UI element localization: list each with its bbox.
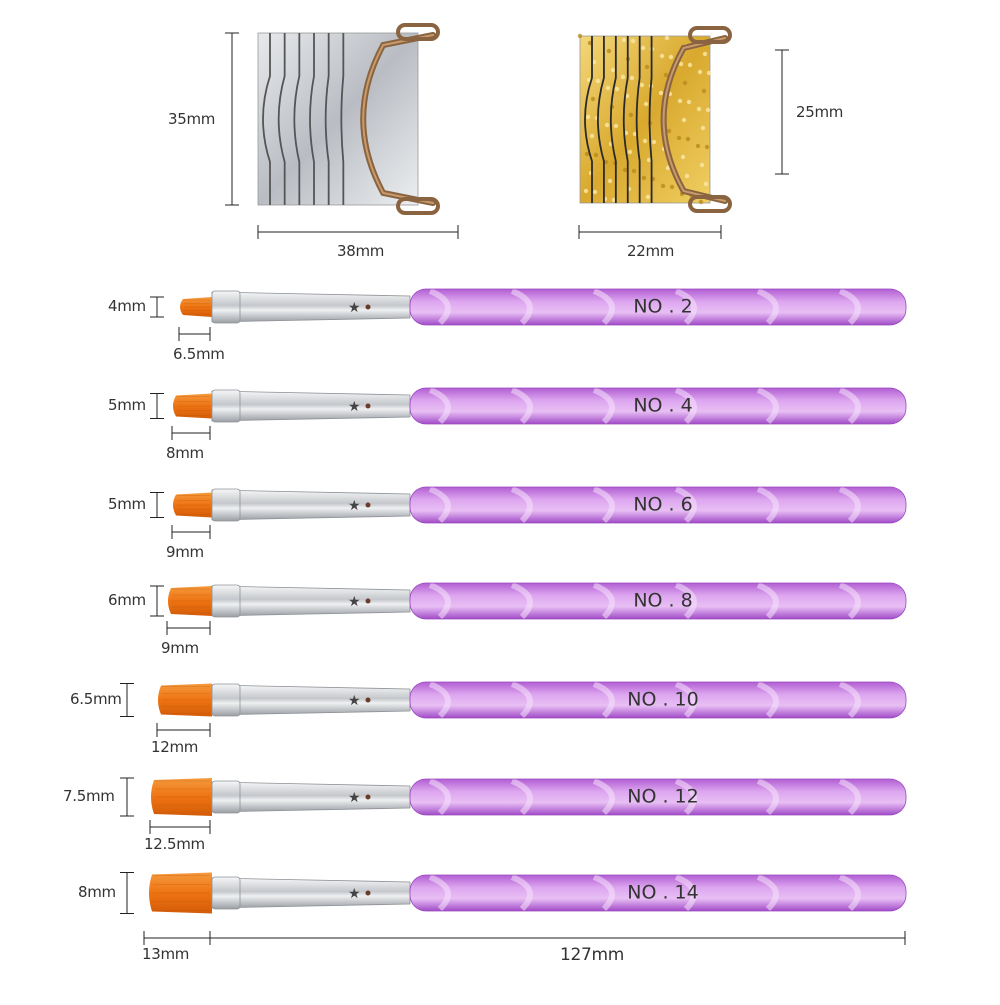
brush-length-dim <box>166 621 211 635</box>
gold-form-height-dim <box>775 49 789 175</box>
gold-form-width-label: 22mm <box>627 242 675 260</box>
brush-4: ★ <box>168 582 907 620</box>
brush-length-label: 13mm <box>142 945 190 963</box>
brush-handle <box>410 388 906 424</box>
brush-handle <box>410 583 906 619</box>
silver-form-width-label: 38mm <box>337 242 385 260</box>
brush-6: ★ <box>151 778 907 816</box>
brush-height-dim <box>120 777 134 817</box>
brush-handle <box>410 779 906 815</box>
brush-length-label: 9mm <box>166 543 204 561</box>
brush-length-label: 6.5mm <box>173 345 225 363</box>
brush-height-label: 5mm <box>108 495 146 513</box>
brush-length-label: 8mm <box>166 444 204 462</box>
gold-nail-form <box>577 26 732 213</box>
brush-height-dim <box>150 296 164 318</box>
brush-number-label: NO . 2 <box>633 295 693 318</box>
ferrule-star-icon: ★ <box>348 790 361 806</box>
ferrule-star-icon: ★ <box>348 693 361 709</box>
brush-length-dim <box>171 525 211 539</box>
brush-5: ★ <box>158 681 907 719</box>
brush-ferrule <box>211 291 411 323</box>
silver-form-width-dim <box>257 225 459 239</box>
brush-2: ★ <box>173 387 907 425</box>
brush-7: ★ <box>149 872 907 914</box>
brush-height-label: 6mm <box>108 591 146 609</box>
total-length-label: 127mm <box>560 945 625 965</box>
brush-number-label: NO . 6 <box>633 493 693 516</box>
brush-handle <box>410 875 906 911</box>
brush-ferrule <box>211 489 411 521</box>
brush-number-label: NO . 12 <box>627 785 699 808</box>
brush-height-dim <box>150 492 164 518</box>
ferrule-star-icon: ★ <box>348 594 361 610</box>
brush-height-dim <box>120 683 134 717</box>
silver-form-height-dim <box>225 32 239 206</box>
brush-ferrule <box>211 390 411 422</box>
brush-ferrule <box>211 781 411 813</box>
brush-handle <box>410 487 906 523</box>
brush-length-label: 12mm <box>151 738 199 756</box>
ferrule-star-icon: ★ <box>348 498 361 514</box>
brush-ferrule <box>211 684 411 716</box>
brush-length-dim <box>149 820 211 834</box>
brush-number-label: NO . 10 <box>627 688 699 711</box>
brush-height-label: 8mm <box>78 883 116 901</box>
brush-ferrule <box>211 585 411 617</box>
ferrule-star-icon: ★ <box>348 399 361 415</box>
brush-height-label: 4mm <box>108 297 146 315</box>
ferrule-star-icon: ★ <box>348 300 361 316</box>
ferrule-star-icon: ★ <box>348 886 361 902</box>
brush-height-dim <box>150 585 164 617</box>
gold-form-width-dim <box>578 225 722 239</box>
silver-nail-form <box>257 23 440 215</box>
brush-number-label: NO . 8 <box>633 589 693 612</box>
brush-length-label: 9mm <box>161 639 199 657</box>
brush-number-label: NO . 14 <box>627 881 699 904</box>
brush-1: ★ <box>180 288 907 326</box>
brush-height-dim <box>120 872 134 914</box>
brush-height-label: 5mm <box>108 396 146 414</box>
brush-number-label: NO . 4 <box>633 394 693 417</box>
brush-height-dim <box>150 393 164 419</box>
brush-height-label: 7.5mm <box>63 787 115 805</box>
silver-form-height-label: 35mm <box>168 110 216 128</box>
brush-length-label: 12.5mm <box>144 835 205 853</box>
brush-length-dim <box>178 327 211 341</box>
bristle-length-dim-last <box>143 931 211 945</box>
brush-height-label: 6.5mm <box>70 690 122 708</box>
brush-length-dim <box>156 723 211 737</box>
brush-ferrule <box>211 877 411 909</box>
gold-form-height-label: 25mm <box>796 103 844 121</box>
brush-length-dim <box>171 426 211 440</box>
brush-handle <box>410 289 906 325</box>
brush-3: ★ <box>173 486 907 524</box>
brush-handle <box>410 682 906 718</box>
total-length-dim <box>209 931 906 945</box>
